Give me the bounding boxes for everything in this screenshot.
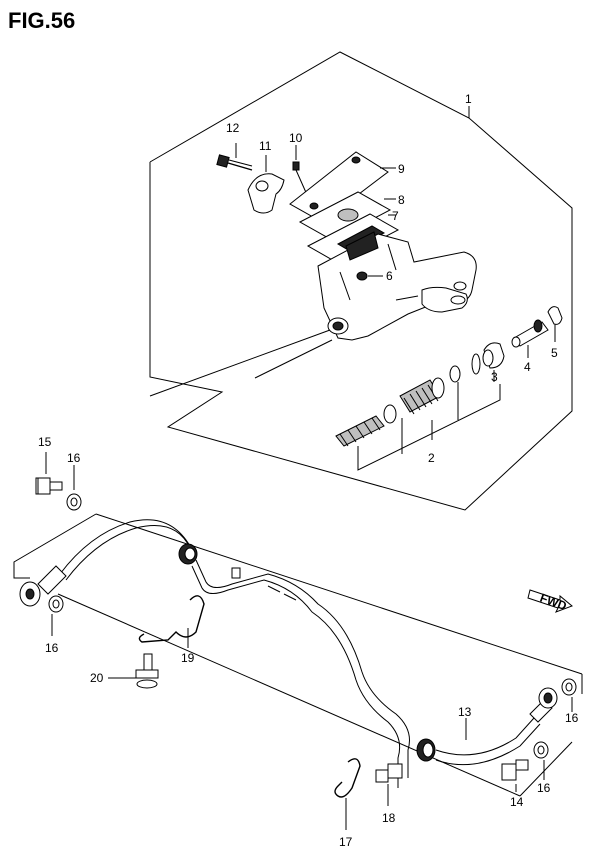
callout-8: 8 [398,193,405,207]
callout-15: 15 [38,435,52,449]
callout-12: 12 [226,121,240,135]
callout-16-lower-left: 16 [45,641,59,655]
callout-2: 2 [428,451,435,465]
callout-16-upper-left: 16 [67,451,81,465]
callout-14: 14 [510,795,524,809]
pushrod-part-4 [511,319,549,358]
callout-19: 19 [181,651,195,665]
callout-17: 17 [339,835,353,849]
union-bolt-part-15 [35,452,63,495]
callout-6: 6 [386,269,393,283]
clip-part-19 [138,595,205,648]
callout-5: 5 [551,346,558,360]
bolt-part-12 [216,143,253,171]
plate-part-8 [298,191,396,241]
callout-13: 13 [458,705,472,719]
boot-part-3 [449,342,505,383]
fwd-arrow-icon: FWD [527,589,573,614]
clip-part-17 [334,758,361,830]
callout-10: 10 [289,131,303,145]
clutch-hose-part-13 [19,519,558,788]
hose-frame [13,513,583,797]
nut-part-5 [547,306,563,342]
callout-4: 4 [524,360,531,374]
washer-part-16-right-lower [533,741,549,780]
callout-7: 7 [392,209,399,223]
bolt-part-20 [108,653,159,689]
assembly-frame [149,51,573,511]
callout-16-right-upper: 16 [565,711,579,725]
screw-part-6 [356,271,383,281]
clamp-part-11 [247,155,285,214]
washer-part-16-right-upper [561,678,577,712]
callout-11: 11 [259,139,272,153]
piston-kit-part-2 [335,377,501,471]
callout-1: 1 [465,92,472,106]
master-cylinder-body [149,231,477,397]
callout-3: 3 [491,370,498,384]
callout-9: 9 [398,162,405,176]
bolt-part-18 [375,763,403,806]
page-title: FIG.56 [8,8,76,33]
callout-16-right-lower: 16 [537,781,551,795]
union-bolt-part-14 [501,759,529,792]
fwd-label: FWD [538,591,569,614]
callout-18: 18 [382,811,396,825]
callout-20: 20 [90,671,104,685]
washer-part-16-lower-left [48,595,64,636]
washer-part-16-upper-left [66,465,82,511]
